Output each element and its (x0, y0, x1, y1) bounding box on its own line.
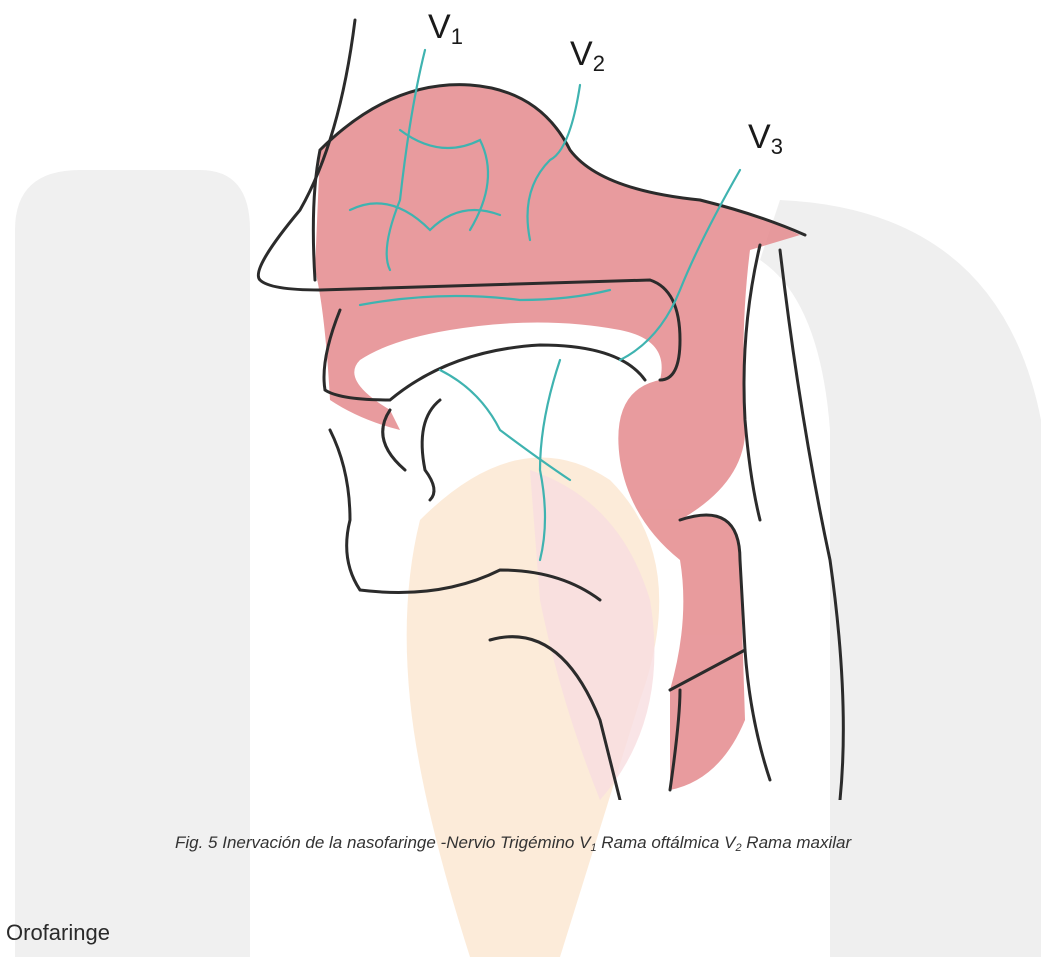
v1-label: V1 (428, 10, 463, 48)
v2-label: V2 (570, 37, 605, 75)
figure-caption: Fig. 5 Inervación de la nasofaringe -Ner… (175, 833, 1035, 854)
v3-label: V3 (748, 120, 783, 158)
section-heading: Orofaringe (6, 920, 110, 946)
